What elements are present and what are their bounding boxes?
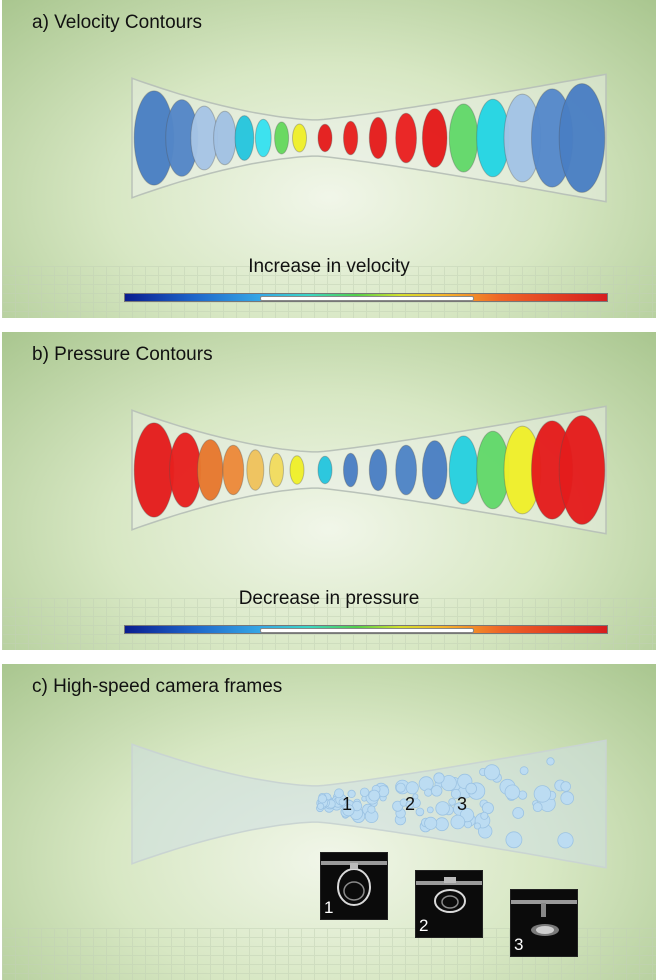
colorbar-highlight (260, 296, 474, 301)
bubble-image-3 (511, 900, 577, 936)
camera-frame-2: 2 (415, 870, 483, 938)
cavitation-bubble (342, 804, 355, 817)
panel-title: c) High-speed camera frames (32, 676, 283, 697)
cavitation-bubble (359, 787, 370, 798)
cavitation-bubble (431, 785, 443, 797)
contour-disc (368, 448, 388, 492)
frame-label: 2 (419, 916, 429, 935)
bubble-zone-label: 2 (405, 794, 415, 814)
panel-velocity-contours: a) Velocity Contours Increase in velocit… (2, 0, 656, 318)
camera-frame-1: 1 (320, 852, 388, 920)
cavitation-bubble (405, 800, 414, 809)
contour-disc (395, 444, 418, 496)
cavitation-bubble (505, 831, 523, 849)
cavitation-bubble (412, 793, 419, 800)
contour-disc (395, 112, 418, 164)
cavitation-bubble (433, 772, 445, 784)
cavitation-bubble (533, 785, 552, 803)
cavitation-bubble (405, 781, 419, 795)
cavitation-bubble (317, 794, 327, 804)
cavitation-bubble (426, 806, 434, 814)
cavitation-bubble (338, 798, 346, 806)
cavitation-bubble (560, 781, 571, 792)
contour-disc (343, 120, 359, 156)
cavitation-bubble (448, 798, 456, 806)
cavitation-bubble (560, 791, 574, 805)
contour-disc (246, 449, 265, 491)
contour-disc (222, 444, 245, 496)
velocity-colorbar (124, 293, 608, 302)
bubble-zone-label: 3 (457, 794, 467, 814)
contour-disc (289, 455, 305, 485)
contour-disc (421, 108, 448, 168)
cavitation-bubble (450, 814, 466, 830)
contour-disc (213, 110, 237, 166)
venturi-cavitation-diagram: 1 2 3 (131, 739, 607, 869)
contour-disc (197, 439, 224, 501)
contour-disc (317, 455, 333, 485)
contour-disc (343, 452, 359, 488)
cavitation-bubble (424, 788, 433, 797)
contour-disc (421, 440, 448, 500)
grid-floor (2, 598, 656, 650)
cavitation-bubble (532, 802, 543, 812)
contour-disc (368, 116, 388, 160)
contour-disc (269, 452, 284, 488)
bubble-image-1 (321, 861, 387, 906)
cavitation-bubble (434, 817, 449, 832)
cavitation-bubble (546, 757, 555, 766)
cavitation-bubble (483, 764, 500, 781)
bubble-zone-label: 1 (342, 794, 352, 814)
cavitation-bubble (481, 802, 494, 815)
contour-disc (558, 415, 606, 525)
cavitation-bubble (316, 802, 325, 810)
cavitation-bubble (435, 801, 450, 816)
cavitation-bubble (480, 811, 489, 820)
cavitation-bubble (418, 776, 434, 792)
venturi-velocity-diagram (131, 73, 607, 203)
grid-floor (2, 266, 656, 318)
contour-disc (448, 435, 479, 505)
cavitation-bubble (512, 807, 525, 819)
panel-title: a) Velocity Contours (32, 12, 203, 33)
cavitation-bubble (424, 816, 438, 830)
frame-label: 3 (514, 935, 524, 954)
cavitation-bubble (557, 832, 574, 849)
contour-disc (169, 432, 202, 508)
contour-disc (558, 83, 606, 193)
cavitation-bubble (415, 807, 425, 817)
colorbar-highlight (260, 628, 474, 633)
cavitation-bubble (334, 788, 344, 799)
camera-frame-3: 3 (510, 889, 578, 957)
cavitation-bubble (473, 822, 481, 830)
contour-disc (274, 121, 290, 155)
cavitation-bubble (367, 805, 376, 814)
contour-disc (292, 123, 307, 153)
cavitation-bubble (395, 782, 406, 793)
cavitation-bubble (347, 789, 356, 799)
bubble-image-2 (416, 877, 482, 913)
panel-camera-frames: c) High-speed camera frames 1 2 3 1 2 3 (2, 664, 656, 980)
pressure-colorbar (124, 625, 608, 634)
panel-pressure-contours: b) Pressure Contours Decrease in pressur… (2, 332, 656, 650)
colorbar-caption: Increase in velocity (248, 256, 410, 277)
cavitation-bubble (504, 784, 521, 800)
contour-disc (234, 115, 255, 161)
cavitation-bubble (465, 782, 478, 795)
venturi-pressure-diagram (131, 405, 607, 535)
contour-disc (133, 422, 175, 518)
contour-disc (254, 118, 272, 158)
contour-disc (317, 123, 333, 153)
contour-disc (448, 103, 479, 173)
colorbar-caption: Decrease in pressure (238, 588, 420, 609)
cavitation-bubble (368, 789, 381, 802)
panel-title: b) Pressure Contours (32, 344, 213, 365)
cavitation-bubble (519, 766, 529, 776)
cavitation-bubble (450, 788, 461, 799)
frame-label: 1 (324, 898, 334, 917)
